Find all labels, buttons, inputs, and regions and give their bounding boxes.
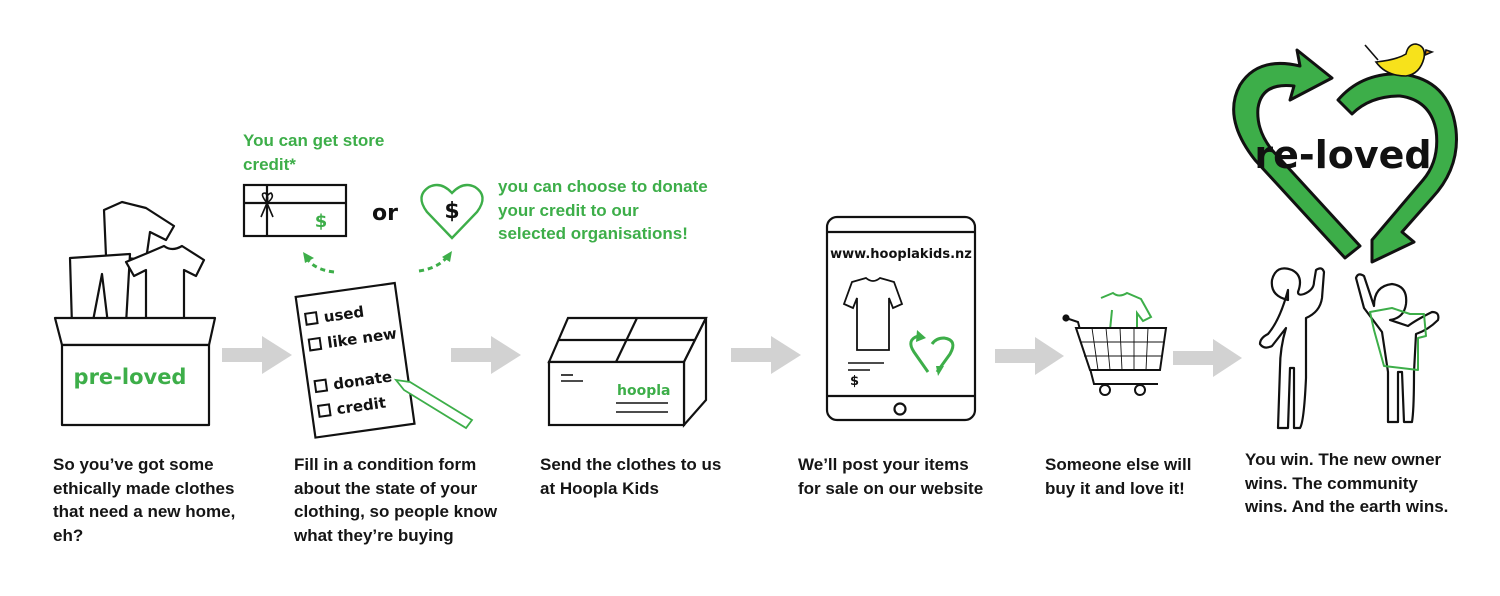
shopping-cart-icon: [1062, 291, 1168, 396]
arrow-icon: [1173, 339, 1242, 377]
recycle-heart-icon: [909, 330, 955, 376]
text-line: You can get store: [243, 131, 385, 150]
text-line: eh?: [53, 525, 84, 545]
text-line: So you’ve got some: [53, 455, 214, 474]
donate-text: you can choose to donate your credit to …: [498, 175, 708, 246]
step6-caption: You win. The new owner wins. The communi…: [1245, 448, 1448, 519]
box-label: pre-loved: [74, 365, 187, 389]
dollar-icon: $: [315, 211, 328, 232]
text-line: that need a new home,: [53, 502, 236, 521]
website-url: www.hooplakids.nz: [830, 247, 972, 262]
text-line: what they’re buying: [294, 525, 454, 545]
text-line: ethically made clothes: [53, 478, 235, 498]
text-line: credit*: [243, 154, 296, 174]
people-icon: [1258, 267, 1440, 430]
text-line: Someone else will: [1045, 455, 1192, 474]
text-line: about the state of your: [294, 478, 478, 498]
text-line: wins. And the earth wins.: [1245, 497, 1449, 516]
reloved-logo-text: re-loved: [1254, 133, 1431, 177]
dashed-arrows: [306, 256, 449, 274]
text-line: Fill in a condition form: [294, 455, 477, 474]
bird-icon: [1364, 43, 1435, 77]
condition-form-icon: used like new donate credit: [294, 281, 416, 439]
text-line: selected organisations!: [498, 224, 688, 243]
text-line: wins. The community: [1245, 473, 1418, 493]
step3-caption: Send the clothes to us at Hoopla Kids: [540, 453, 721, 500]
arrow-icon: [222, 336, 292, 374]
arrow-icon: [995, 337, 1064, 375]
text-line: you can choose to donate: [498, 177, 708, 196]
reloved-heart-arrows-icon: [1232, 48, 1458, 264]
text-line: Send the clothes to us: [540, 455, 722, 474]
or-label: or: [372, 201, 398, 226]
heart-icon: [420, 183, 484, 240]
pencil-icon: [393, 378, 474, 430]
price-symbol: $: [850, 374, 859, 389]
text-line: for sale on our website: [798, 478, 984, 498]
box-label: hoopla: [617, 383, 670, 399]
arrow-icon: [451, 336, 521, 374]
form-option: used: [323, 303, 366, 326]
step5-caption: Someone else will buy it and love it!: [1045, 453, 1191, 500]
arrow-icon: [731, 336, 801, 374]
gift-card-icon: [242, 183, 348, 238]
step1-caption: So you’ve got some ethically made clothe…: [53, 453, 235, 547]
text-line: your credit to our: [498, 200, 639, 220]
step4-caption: We’ll post your items for sale on our we…: [798, 453, 983, 500]
preloved-box-icon: [53, 200, 217, 427]
text-line: You win. The new owner: [1245, 450, 1442, 469]
step2-caption: Fill in a condition form about the state…: [294, 453, 497, 547]
text-line: at Hoopla Kids: [540, 478, 660, 498]
text-line: buy it and love it!: [1045, 478, 1185, 498]
shipping-box-icon: [547, 316, 708, 428]
text-line: clothing, so people know: [294, 502, 498, 521]
text-line: We’ll post your items: [798, 455, 969, 474]
dollar-icon: $: [444, 199, 459, 224]
flow-arrows: [222, 336, 1242, 377]
store-credit-text: You can get store credit*: [243, 129, 384, 176]
